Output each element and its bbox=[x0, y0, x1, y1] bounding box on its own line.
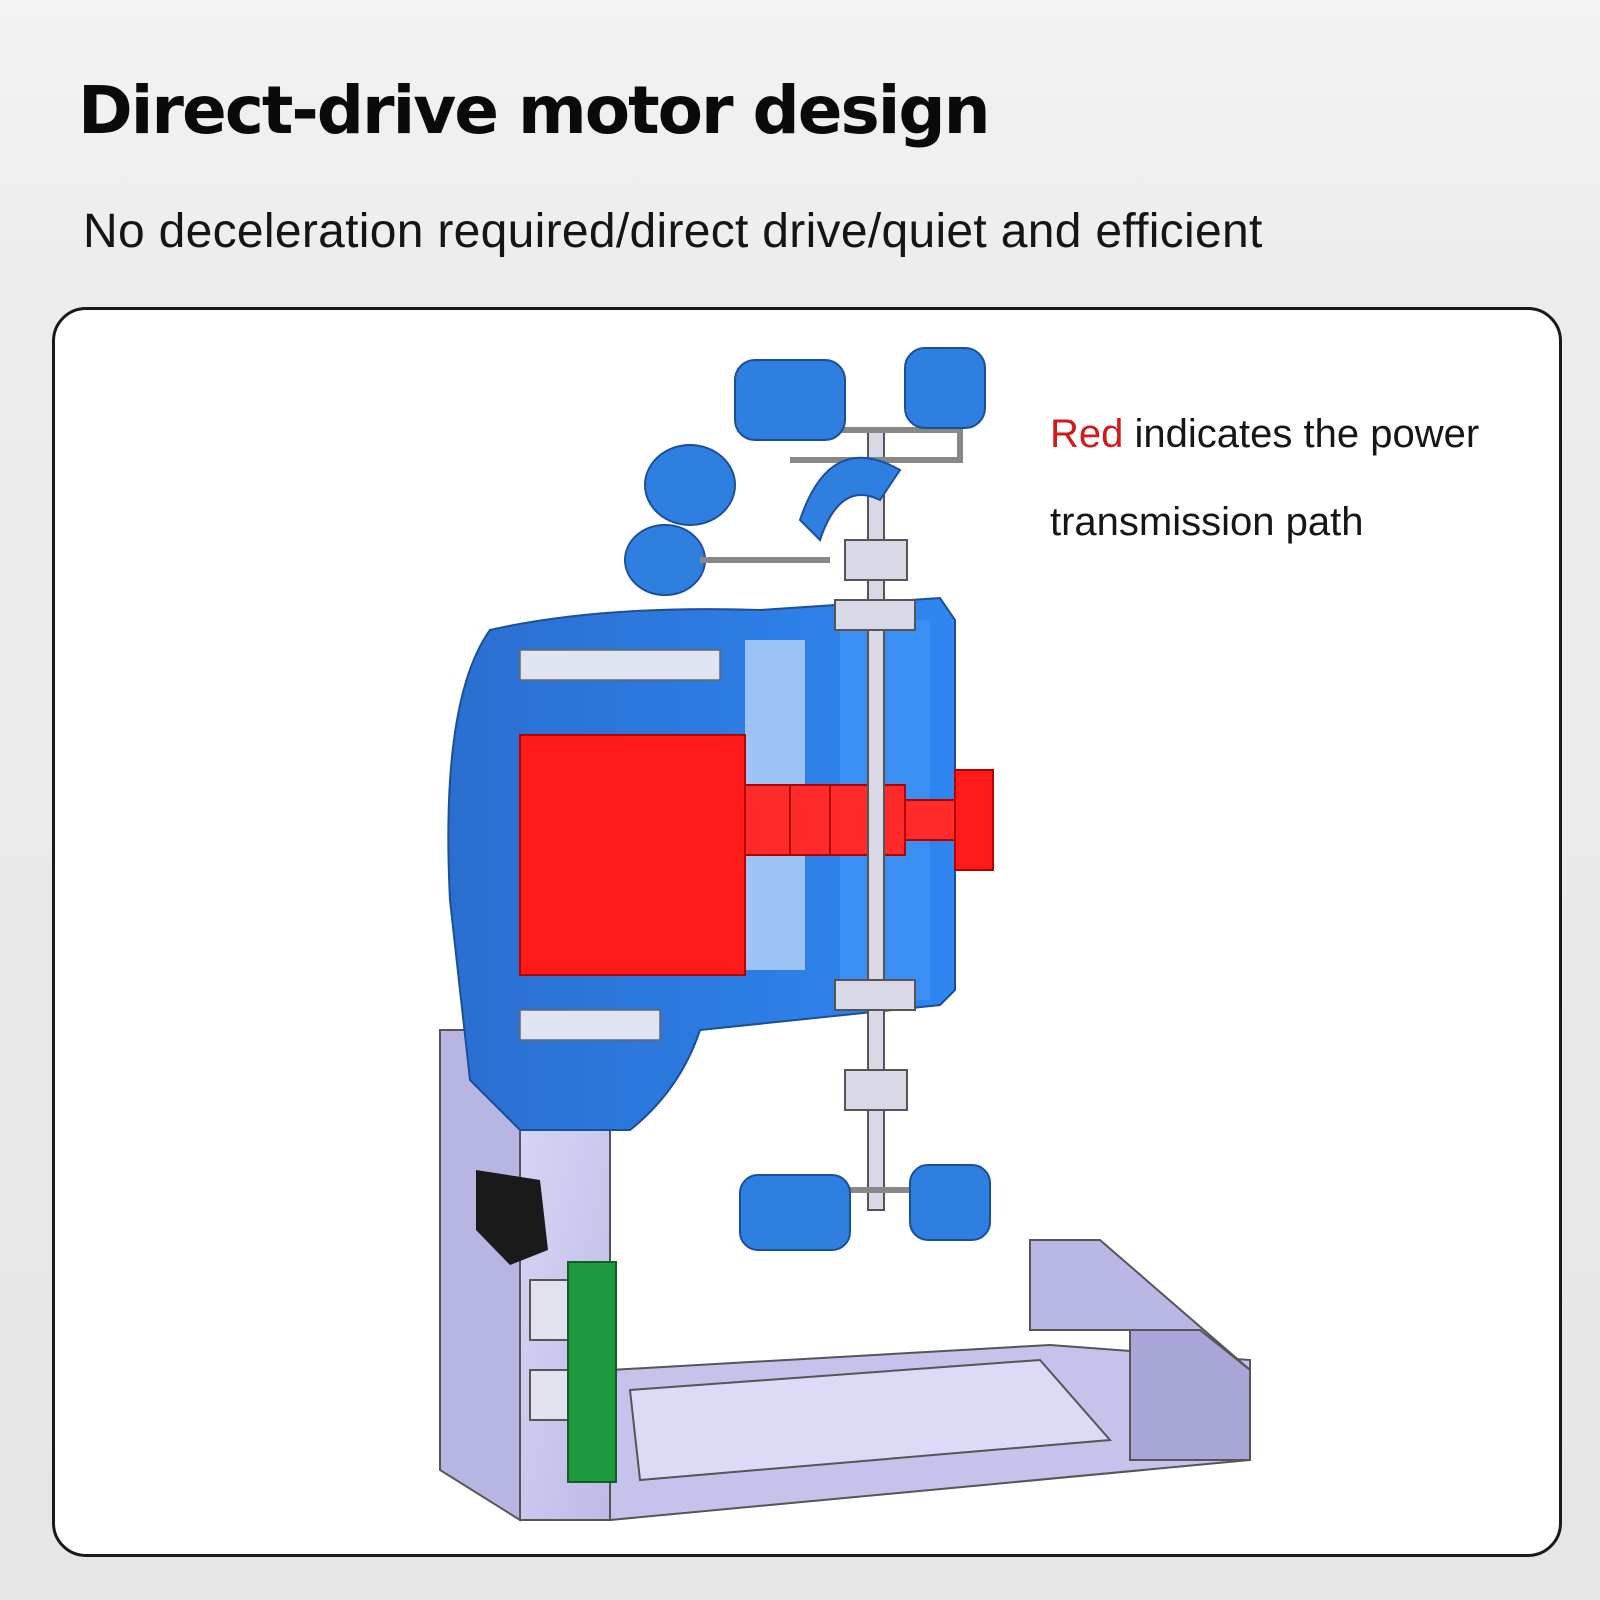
top-paddles bbox=[624, 347, 986, 596]
page-subtitle: No deceleration required/direct drive/qu… bbox=[83, 205, 1263, 258]
hopper-part bbox=[476, 1170, 548, 1265]
circuit-board bbox=[567, 1261, 617, 1483]
legend-text: indicates the power transmission path bbox=[1050, 412, 1480, 544]
legend-highlight-word: Red bbox=[1050, 412, 1124, 456]
bottom-paddles bbox=[739, 1164, 991, 1251]
vertical-shaft bbox=[834, 429, 916, 1211]
page-title: Direct-drive motor design bbox=[78, 72, 991, 149]
power-path-legend: Red indicates the power transmission pat… bbox=[1050, 390, 1570, 566]
